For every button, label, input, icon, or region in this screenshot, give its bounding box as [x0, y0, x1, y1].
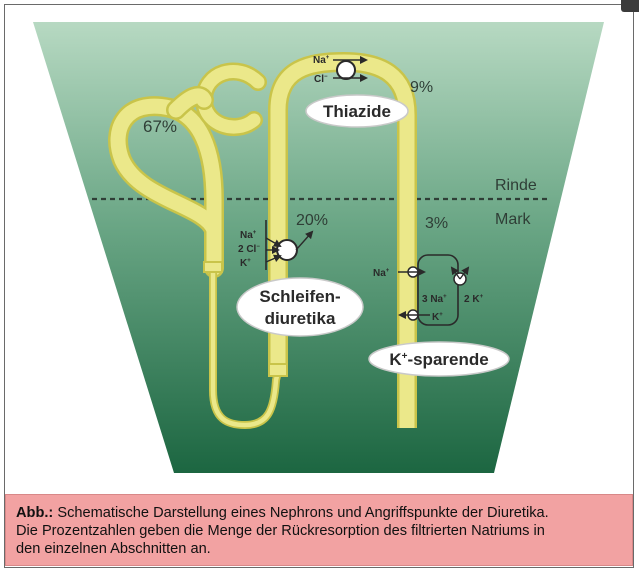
- collecting-duct-cell: [417, 254, 459, 326]
- pump-arrow-na: [450, 266, 461, 280]
- background-trapezoid: [33, 22, 604, 473]
- ion-3na-cd: 3 Na+: [422, 294, 447, 305]
- ion-cl-loop: 2 Cl−: [238, 244, 260, 255]
- loop-arrow-na: [265, 237, 282, 247]
- caption-prefix: Abb.:: [16, 505, 54, 521]
- pct-distal: 9%: [410, 79, 433, 96]
- thiazide-transporter-icon: [336, 60, 356, 80]
- callout-k-sparende: K+-sparende: [368, 341, 510, 377]
- label-rinde: Rinde: [495, 177, 537, 194]
- loop-transporter-icon: [276, 239, 298, 261]
- pump-arrow-k: [459, 266, 470, 280]
- svg-text:Schleifen-: Schleifen-: [259, 287, 340, 306]
- ion-2k-cd: 2 K+: [464, 294, 484, 305]
- pct-proximal: 67%: [143, 117, 177, 136]
- ion-k-loop: K+: [240, 258, 251, 269]
- figure-caption: Abb.: Schematische Darstellung eines Nep…: [5, 494, 633, 566]
- svg-text:diuretika: diuretika: [265, 309, 336, 328]
- ion-na-loop: Na+: [240, 230, 257, 241]
- callout-thiazide: Thiazide: [305, 94, 409, 128]
- ion-na-top: Na+: [313, 55, 330, 66]
- pct-collecting: 3%: [425, 215, 448, 232]
- callout-schleifendiuretika: Schleifen- diuretika: [236, 277, 364, 337]
- loop-arrow-k: [265, 254, 282, 263]
- pct-loop: 20%: [296, 212, 328, 229]
- svg-text:K+-sparende: K+-sparende: [389, 350, 488, 369]
- window-corner-widget: [621, 0, 639, 12]
- ion-na-cd: Na+: [373, 268, 390, 279]
- caption-line-1: Abb.: Schematische Darstellung eines Nep…: [16, 505, 549, 521]
- label-mark: Mark: [495, 211, 532, 228]
- svg-text:Thiazide: Thiazide: [323, 102, 391, 121]
- caption-line-2: Die Prozentzahlen geben die Menge der Rü…: [16, 523, 545, 539]
- loop-arrow-out: [295, 230, 314, 251]
- ion-cl-top: Cl−: [314, 74, 328, 85]
- ion-k-cd: K+: [432, 312, 443, 323]
- caption-line-3: den einzelnen Abschnitten an.: [16, 541, 211, 557]
